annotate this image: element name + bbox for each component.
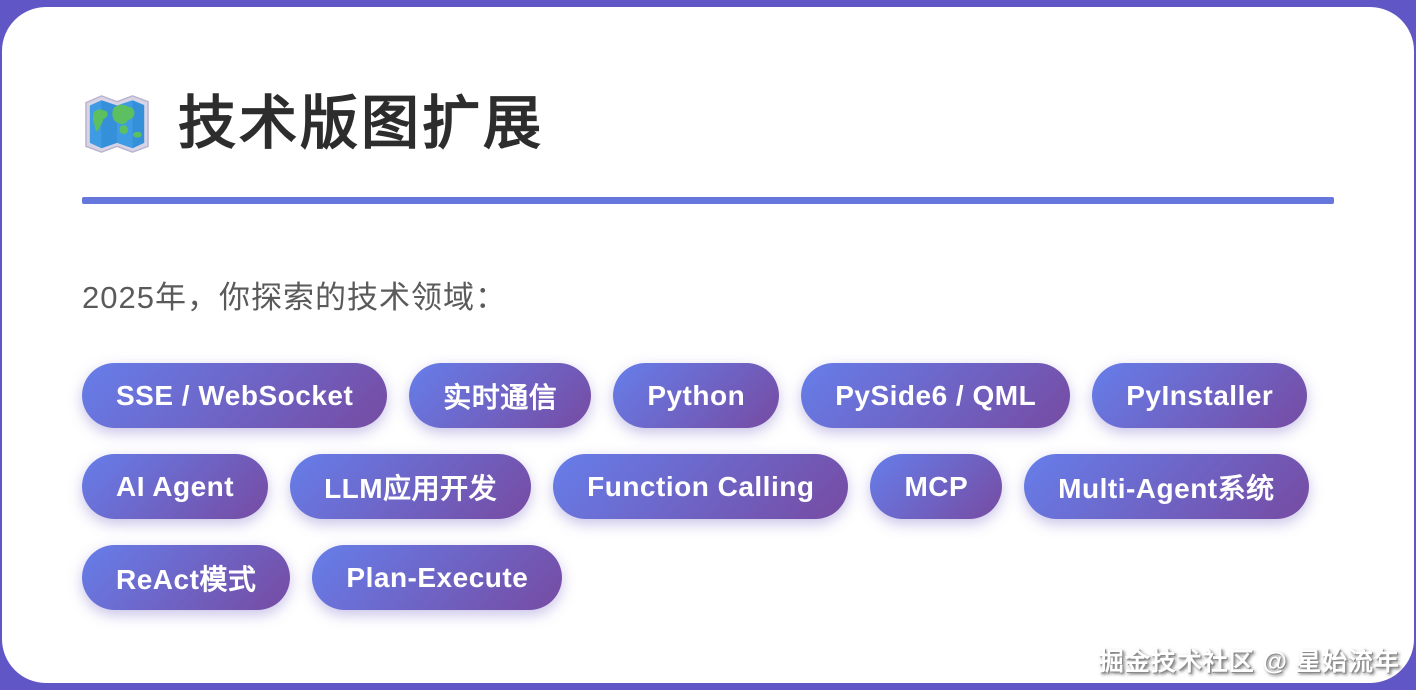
tech-tag: Python bbox=[613, 363, 780, 428]
tag-row: ReAct模式 Plan-Execute bbox=[82, 545, 1334, 610]
watermark: 掘金技术社区 @ 星始流年 bbox=[1098, 648, 1400, 676]
slide-content: 技术版图扩展 2025年，你探索的技术领域： SSE / WebSocket 实时… bbox=[82, 7, 1334, 610]
tag-row: SSE / WebSocket 实时通信 Python PySide6 / QML Py… bbox=[82, 363, 1334, 428]
title-underline bbox=[82, 197, 1334, 204]
tech-tag: ReAct模式 bbox=[82, 545, 291, 610]
intro-text: 2025年，你探索的技术领域： bbox=[82, 280, 507, 315]
tech-tag: 实时通信 bbox=[409, 363, 592, 428]
page-title: 技术版图扩展 bbox=[178, 91, 545, 157]
tech-tag: PyInstaller bbox=[1092, 363, 1308, 428]
tech-tag: MCP bbox=[870, 454, 1003, 519]
world-map-icon bbox=[82, 91, 152, 157]
tag-row: AI Agent LLM应用开发 Function Calling MCP Multi-… bbox=[82, 454, 1334, 519]
tech-tag: Plan-Execute bbox=[312, 545, 563, 610]
tech-tag: Multi-Agent系统 bbox=[1024, 454, 1309, 519]
tech-tag: Function Calling bbox=[553, 454, 849, 519]
tech-tag: SSE / WebSocket bbox=[82, 363, 388, 428]
tech-tag: AI Agent bbox=[82, 454, 269, 519]
tag-rows: SSE / WebSocket 实时通信 Python PySide6 / QML Py… bbox=[82, 363, 1334, 610]
title-row: 技术版图扩展 bbox=[82, 91, 1334, 157]
tech-tag: PySide6 / QML bbox=[801, 363, 1071, 428]
slide-card: 技术版图扩展 2025年，你探索的技术领域： SSE / WebSocket 实时… bbox=[2, 7, 1414, 683]
tech-tag: LLM应用开发 bbox=[290, 454, 532, 519]
